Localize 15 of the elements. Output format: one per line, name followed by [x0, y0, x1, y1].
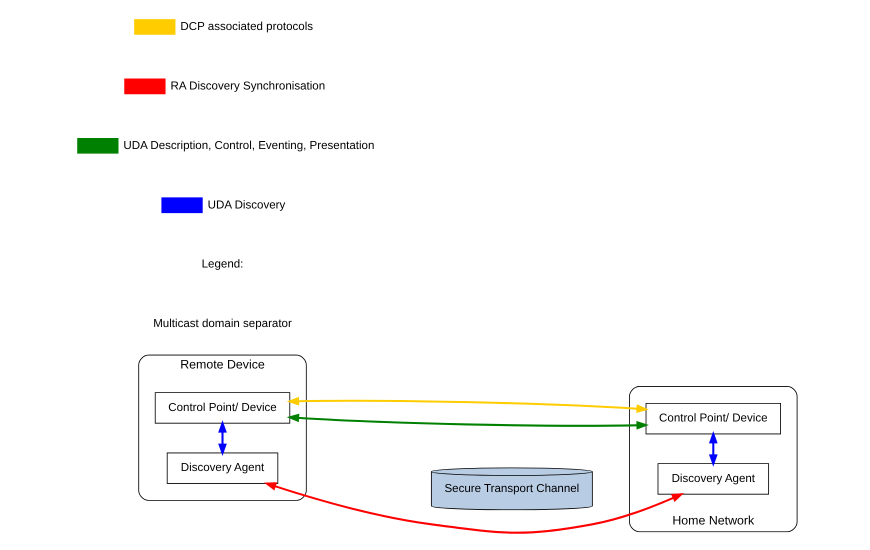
arrow [286, 396, 648, 413]
legend-label: UDA Discovery [207, 199, 285, 212]
node-box: Discovery Agent [166, 452, 278, 484]
legend-label: DCP associated protocols [180, 20, 313, 33]
arrow [218, 420, 226, 456]
legend-label: RA Discovery Synchronisation [170, 80, 325, 92]
label: Multicast domain separator [152, 318, 292, 330]
arrow [708, 430, 718, 467]
node-box: Control Point/ Device [645, 402, 780, 434]
arrow [263, 482, 684, 534]
arrow [286, 414, 648, 430]
node-box: Discovery Agent [657, 463, 769, 495]
legend-label: UDA Description, Control, Eventing, Presentation [122, 140, 374, 152]
node-box: Control Point/ Device [154, 392, 290, 424]
label: Legend: [201, 258, 243, 270]
